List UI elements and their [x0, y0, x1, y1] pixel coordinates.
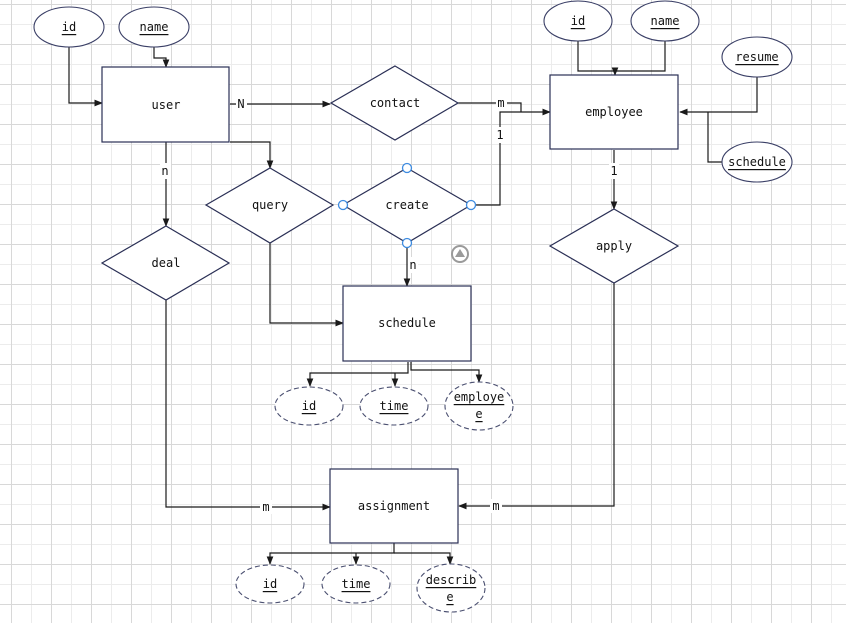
- cardinality-employee-create: 1: [496, 128, 503, 142]
- entity-schedule[interactable]: schedule: [342, 285, 472, 362]
- cardinality-create-schedule: n: [409, 258, 416, 272]
- cardinality-user-contact: N: [237, 97, 244, 111]
- attribute-schedule-employee-label-line2: e: [475, 407, 482, 421]
- edge-query-schedule[interactable]: [269, 243, 344, 327]
- attribute-schedule-time[interactable]: time: [359, 386, 429, 426]
- attribute-assignment-describe-label-line1: describ: [426, 573, 477, 587]
- attribute-user-id-label: id: [62, 20, 76, 34]
- attribute-employee-name[interactable]: name: [630, 0, 700, 42]
- attribute-employee-schedule[interactable]: schedule: [721, 141, 793, 183]
- relationship-create-label: create: [385, 198, 428, 212]
- relationship-create[interactable]: create: [341, 167, 473, 244]
- entity-user-label: user: [152, 98, 181, 112]
- cardinality-apply-assignment: m: [492, 499, 499, 513]
- rotate-handle-icon[interactable]: [451, 245, 469, 263]
- edge-contact-employee[interactable]: [458, 102, 522, 112]
- edge-assignment-describe[interactable]: [394, 552, 454, 565]
- attribute-user-name-label: name: [140, 20, 169, 34]
- attribute-schedule-employee-label-line1: employe: [454, 390, 505, 404]
- relationship-deal-label: deal: [152, 256, 181, 270]
- entity-schedule-label: schedule: [378, 316, 436, 330]
- attribute-assignment-describe-label-line2: e: [446, 590, 453, 604]
- cardinality-labels: N m 1 n n 1 m m: [160, 96, 619, 514]
- attribute-assignment-describe[interactable]: describ e: [416, 563, 486, 613]
- entity-assignment-label: assignment: [358, 499, 430, 513]
- relationship-apply[interactable]: apply: [548, 208, 680, 284]
- attribute-employee-schedule-label: schedule: [728, 155, 786, 169]
- attribute-assignment-id[interactable]: id: [235, 564, 305, 604]
- attribute-schedule-id-label: id: [302, 399, 316, 413]
- cardinality-deal-assignment: m: [262, 500, 269, 514]
- attribute-assignment-time[interactable]: time: [321, 564, 391, 604]
- resize-handle-top[interactable]: [401, 162, 413, 174]
- attribute-schedule-time-label: time: [380, 399, 409, 413]
- edge-user-query[interactable]: [230, 141, 274, 169]
- edges: [68, 41, 758, 565]
- edge-schedule-employee[interactable]: [410, 362, 483, 383]
- resize-handle-bottom[interactable]: [401, 237, 413, 249]
- entity-assignment[interactable]: assignment: [329, 468, 459, 544]
- attribute-user-id[interactable]: id: [33, 6, 105, 48]
- cardinality-contact-employee: m: [497, 96, 504, 110]
- resize-handle-right[interactable]: [465, 199, 477, 211]
- edge-schedule-attrs[interactable]: [306, 362, 409, 387]
- relationship-query-label: query: [252, 198, 288, 212]
- cardinality-employee-apply: 1: [610, 164, 617, 178]
- edge-deal-assignment[interactable]: [165, 300, 331, 511]
- attribute-assignment-id-label: id: [263, 577, 277, 591]
- edge-employee-resume[interactable]: [679, 77, 758, 116]
- entity-user[interactable]: user: [101, 66, 230, 143]
- relationship-contact-label: contact: [370, 96, 421, 110]
- relationship-deal[interactable]: deal: [100, 225, 231, 301]
- edge-employee-id[interactable]: [577, 41, 666, 72]
- cardinality-user-deal: n: [161, 164, 168, 178]
- edge-employee-schedule[interactable]: [707, 112, 723, 163]
- attribute-schedule-employee[interactable]: employe e: [444, 381, 514, 431]
- relationship-contact[interactable]: contact: [329, 65, 460, 141]
- relationship-query[interactable]: query: [204, 167, 335, 244]
- edge-apply-assignment[interactable]: [458, 283, 615, 510]
- entity-employee-label: employee: [585, 105, 643, 119]
- relationship-apply-label: apply: [596, 239, 632, 253]
- edge-create-employee[interactable]: [471, 108, 551, 206]
- attribute-employee-resume[interactable]: resume: [721, 36, 793, 78]
- attribute-schedule-id[interactable]: id: [274, 386, 344, 426]
- selection-handles[interactable]: [337, 162, 477, 249]
- attribute-employee-id-label: id: [571, 14, 585, 28]
- edge-assignment-attrs[interactable]: [266, 543, 395, 565]
- resize-handle-left[interactable]: [337, 199, 349, 211]
- edge-user-id[interactable]: [68, 47, 103, 107]
- entity-employee[interactable]: employee: [549, 74, 679, 150]
- attribute-user-name[interactable]: name: [118, 6, 190, 48]
- edge-user-name[interactable]: [153, 47, 170, 68]
- attribute-employee-id[interactable]: id: [543, 0, 613, 42]
- attribute-employee-resume-label: resume: [735, 50, 778, 64]
- attribute-assignment-time-label: time: [342, 577, 371, 591]
- attribute-employee-name-label: name: [651, 14, 680, 28]
